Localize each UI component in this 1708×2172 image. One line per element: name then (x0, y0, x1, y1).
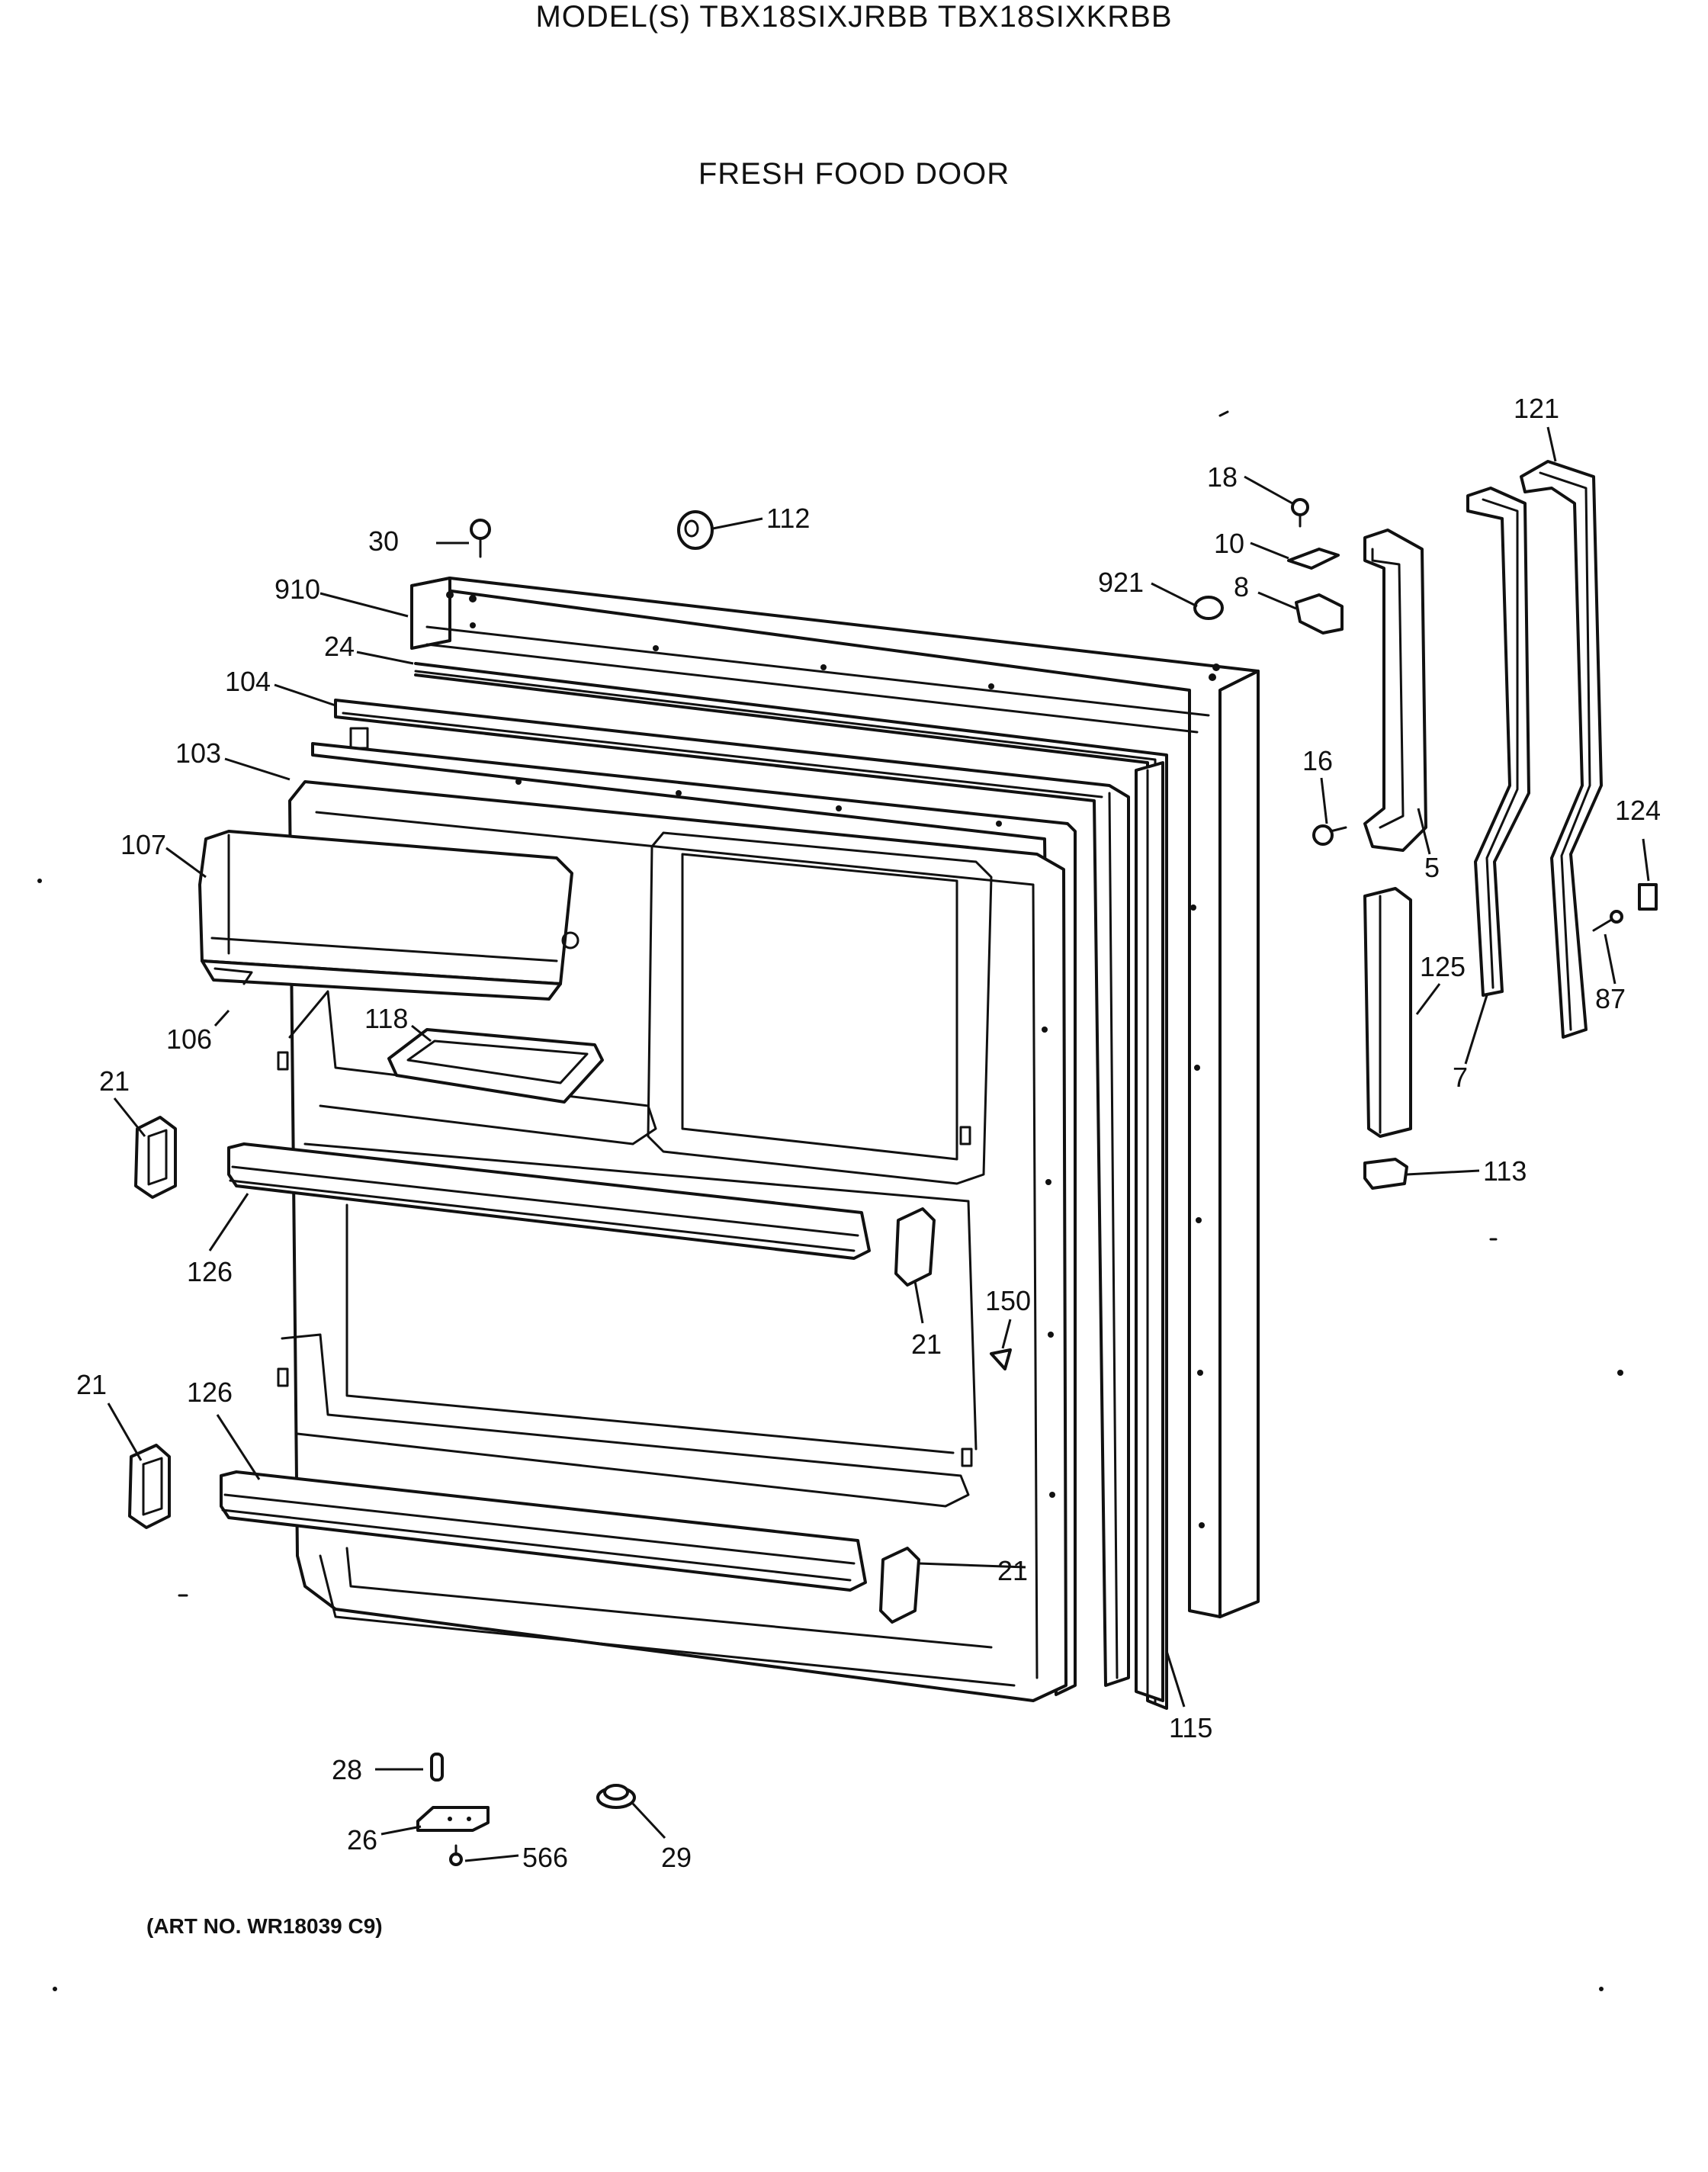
hinge-arm-7 (1466, 487, 1530, 997)
shelf-end-cap-3 (128, 1444, 171, 1529)
callout-115: 115 (1169, 1712, 1212, 1743)
dairy-compartment (198, 830, 580, 1001)
shelf-end-cap-1 (134, 1116, 177, 1199)
shelf-end-cap-2 (894, 1207, 936, 1287)
door-gasket (414, 662, 1168, 1710)
callout-29: 29 (661, 1842, 692, 1873)
hinge-parts-small (990, 498, 1658, 1370)
callout-107: 107 (120, 829, 166, 860)
callout-8: 8 (1234, 571, 1249, 602)
scan-specks (37, 410, 1623, 1991)
callout-21-upper-right: 21 (911, 1329, 942, 1360)
hinge-arm-121 (1520, 460, 1603, 1039)
callout-24: 24 (324, 631, 355, 662)
callout-121: 121 (1514, 393, 1559, 424)
callout-30: 30 (368, 525, 399, 557)
callout-87: 87 (1595, 983, 1626, 1014)
callout-21-lower-left: 21 (76, 1369, 107, 1400)
callout-16: 16 (1302, 745, 1333, 776)
callout-113: 113 (1483, 1155, 1527, 1187)
door-shelf-bar-lower (220, 1470, 867, 1592)
callout-103: 103 (175, 737, 221, 769)
bottom-parts (416, 1753, 636, 1866)
callout-566: 566 (522, 1842, 568, 1873)
callout-labels: 121 18 10 921 8 112 30 910 24 104 103 16… (76, 393, 1661, 1873)
callout-118: 118 (364, 1003, 408, 1034)
hinge-cover-125 (1363, 887, 1412, 1138)
outer-door-panel (410, 577, 1260, 1618)
door-liner (288, 742, 1077, 1702)
callout-910: 910 (274, 574, 320, 605)
model-title: MODEL(S) TBX18SIXJRBB TBX18SIXKRBB (535, 0, 1173, 34)
egg-tray (387, 1028, 604, 1104)
callout-150: 150 (985, 1285, 1031, 1316)
callout-124: 124 (1615, 795, 1661, 826)
art-number: (ART NO. WR18039 C9) (146, 1914, 383, 1938)
callout-18: 18 (1207, 461, 1238, 493)
callout-125: 125 (1420, 951, 1466, 982)
callout-21-upper-left: 21 (99, 1065, 130, 1097)
top-parts (470, 510, 714, 558)
shelf-end-cap-4 (879, 1547, 920, 1624)
callout-106: 106 (166, 1023, 212, 1055)
door-shelf-bar-upper (227, 1142, 871, 1260)
callout-104: 104 (225, 666, 271, 697)
leader-lines (107, 426, 1650, 1862)
callout-126-upper: 126 (187, 1256, 233, 1287)
section-title: FRESH FOOD DOOR (698, 157, 1010, 191)
callout-21-lower-right: 21 (997, 1555, 1028, 1586)
inner-door-frame (334, 699, 1130, 1687)
callout-921: 921 (1098, 567, 1144, 598)
callout-126-lower: 126 (187, 1377, 233, 1408)
callout-7: 7 (1453, 1062, 1468, 1093)
callout-28: 28 (332, 1754, 362, 1785)
callout-26: 26 (347, 1824, 377, 1856)
liner-compartments (277, 622, 1205, 1687)
callout-5: 5 (1424, 852, 1440, 883)
hinge-bracket-5 (1363, 529, 1427, 852)
callout-112: 112 (766, 503, 810, 534)
callout-10: 10 (1214, 528, 1244, 559)
